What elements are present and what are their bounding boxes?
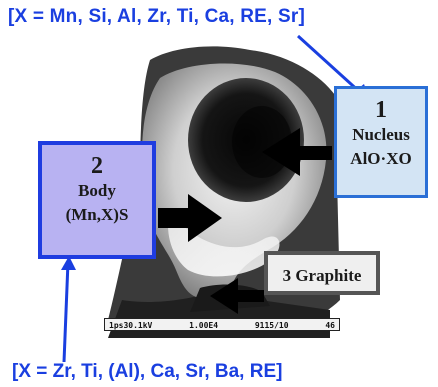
bottom-composition-note: [X = Zr, Ti, (Al), Ca, Sr, Ba, RE]: [12, 361, 282, 383]
pointer-line-bottom: [64, 262, 68, 362]
sem-scale-bar: 1ps30.1kV 1.00E4 9115/10 46: [104, 318, 340, 331]
nucleus-number: 1: [337, 97, 425, 123]
top-composition-note: [X = Mn, Si, Al, Zr, Ti, Ca, RE, Sr]: [8, 6, 305, 28]
body-formula: (Mn,X)S: [42, 203, 152, 227]
scale-bar-code: 9115/10: [255, 319, 289, 330]
graphite-label: 3 Graphite: [268, 264, 376, 288]
scale-bar-voltage: 1ps30.1kV: [109, 319, 152, 330]
nucleus-name: Nucleus: [337, 123, 425, 147]
nucleus-formula: AlO·XO: [337, 147, 425, 171]
graphite-label-box: 3 Graphite: [264, 251, 380, 295]
body-number: 2: [42, 153, 152, 179]
body-label-box: 2 Body (Mn,X)S: [38, 141, 156, 259]
scale-bar-number: 46: [325, 319, 335, 330]
body-name: Body: [42, 179, 152, 203]
nucleus-label-box: 1 Nucleus AlO·XO: [334, 86, 428, 198]
scale-bar-magnification: 1.00E4: [189, 319, 218, 330]
